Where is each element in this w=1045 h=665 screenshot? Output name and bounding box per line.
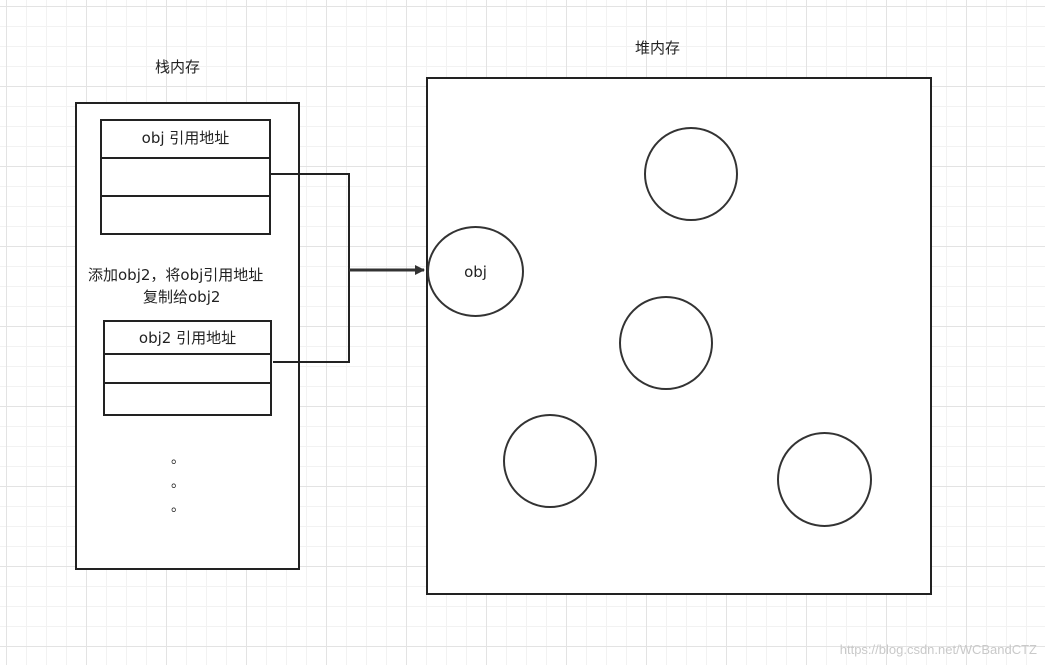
obj-reference-line <box>271 173 350 270</box>
heap-object <box>503 414 597 508</box>
heap-object <box>619 296 713 390</box>
ellipsis-dot: 。 <box>171 499 185 515</box>
obj-heap-object: obj <box>427 226 524 317</box>
heap-object <box>644 127 738 221</box>
stack-empty-slot <box>103 353 272 384</box>
stack-empty-slot <box>103 382 272 416</box>
copy-note-line2: 复制给obj2 <box>143 288 221 306</box>
heap-memory-title: 堆内存 <box>635 39 681 57</box>
copy-note-line1: 添加obj2，将obj引用地址 <box>88 266 264 284</box>
ellipsis-dot: 。 <box>171 451 185 467</box>
obj2-reference-cell: obj2 引用地址 <box>103 320 272 355</box>
stack-memory-title: 栈内存 <box>155 58 201 76</box>
ellipsis-dot: 。 <box>171 475 185 491</box>
obj-heap-label: obj <box>464 262 487 281</box>
obj2-reference-line <box>273 270 350 363</box>
heap-object <box>777 432 872 527</box>
stack-empty-slot <box>100 195 271 235</box>
watermark: https://blog.csdn.net/WCBandCTZ <box>839 642 1037 657</box>
stack-empty-slot <box>100 157 271 197</box>
